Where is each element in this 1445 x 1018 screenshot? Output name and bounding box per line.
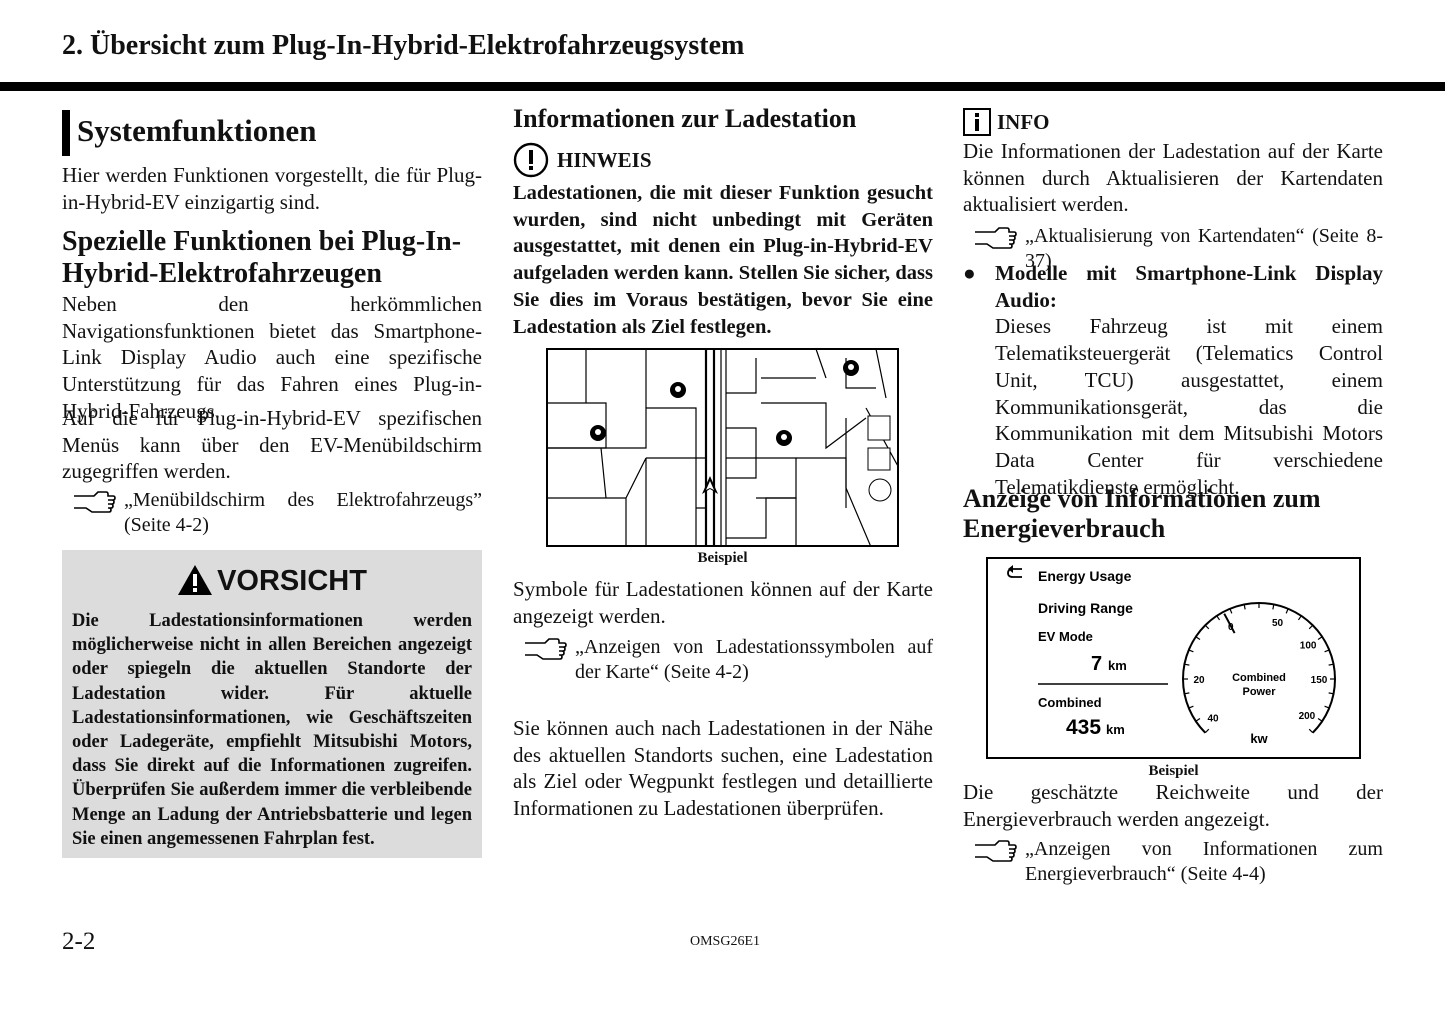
page-number: 2-2 xyxy=(62,928,96,955)
notice-text: Ladestationen, die mit dieser Funktion g… xyxy=(513,182,933,338)
menu-driving-range: Driving Range xyxy=(1038,600,1133,616)
gauge-tick xyxy=(1195,636,1201,641)
gauge-tick xyxy=(1328,692,1334,695)
subsection-title: Anzeige von Informationen zum Energiever… xyxy=(963,484,1321,543)
caution-header: VORSICHT xyxy=(62,564,482,598)
gauge-tick xyxy=(1308,728,1314,734)
subsection-title: Spezielle Funktionen bei Plug-In-Hybrid-… xyxy=(62,226,462,289)
cross-reference-text: „Aktualisierung von Kartendaten“ (Seite … xyxy=(1025,225,1383,272)
cross-reference[interactable]: „Anzeigen von Ladestationssymbolen auf d… xyxy=(523,635,933,685)
menu-ev-mode: EV Mode xyxy=(1038,629,1093,644)
gauge-tick xyxy=(1324,649,1330,653)
paragraph: Auf die für Plug-in-Hybrid-EV spezifisch… xyxy=(62,406,482,484)
gauge-tick-label: 150 xyxy=(1311,675,1328,686)
gauge-tick xyxy=(1184,692,1190,695)
gauge-tick xyxy=(1229,608,1233,614)
bullet-icon: ● xyxy=(963,261,976,285)
notice-label: HINWEIS xyxy=(557,147,652,172)
info-label: INFO xyxy=(997,109,1050,134)
image-caption: Beispiel xyxy=(697,550,748,566)
combined-range-unit: km xyxy=(1106,722,1125,737)
gauge-tick xyxy=(1272,604,1275,610)
chapter-title: 2. Übersicht zum Plug-In-Hybrid-Elektrof… xyxy=(62,30,745,61)
pointing-hand-icon xyxy=(975,840,1017,862)
paragraph: Neben den herkömmlichen Navigationsfunkt… xyxy=(62,292,482,423)
gauge-tick-label: 200 xyxy=(1299,711,1316,722)
screen-title: Energy Usage xyxy=(1038,568,1132,584)
gauge-label-line1: Combined xyxy=(1232,672,1286,684)
gauge-tick xyxy=(1243,604,1246,610)
gauge-tick-label: 100 xyxy=(1300,641,1317,652)
pointing-hand-icon xyxy=(975,227,1017,249)
gauge-tick-label: 20 xyxy=(1193,675,1205,686)
caution-label: VORSICHT xyxy=(217,565,367,597)
bullet-text: Dieses Fahrzeug ist mit einem Telematiks… xyxy=(995,314,1383,499)
gauge-tick-label: 50 xyxy=(1272,618,1284,629)
gauge-unit: kw xyxy=(1250,731,1268,746)
section-title: Systemfunktionen xyxy=(77,113,317,148)
combined-label: Combined xyxy=(1038,695,1102,710)
gauge-tick xyxy=(1195,717,1201,722)
pointing-hand-icon xyxy=(525,638,567,660)
ev-range-value: 7 xyxy=(1091,653,1102,675)
document-id: OMSG26E1 xyxy=(690,934,761,949)
section-title: Informationen zur Ladestation xyxy=(513,104,857,133)
info-text: Die Informationen der Ladestation auf de… xyxy=(963,139,1383,217)
warning-triangle-icon xyxy=(178,565,213,595)
info-header: INFO xyxy=(963,108,1050,136)
pointing-hand-icon xyxy=(74,491,116,513)
energy-usage-screen: Energy Usage Driving Range EV Mode 7 km … xyxy=(986,557,1361,759)
combined-power-gauge: 0501001502004020 xyxy=(1182,602,1336,734)
paragraph: Symbole für Ladestationen können auf der… xyxy=(513,577,933,628)
gauge-tick xyxy=(1308,624,1314,630)
paragraph: Sie können auch nach Ladestationen in de… xyxy=(513,716,933,821)
caution-text: Die Ladestationsinformationen werden mög… xyxy=(72,611,472,849)
gauge-label-line2: Power xyxy=(1242,686,1276,698)
cross-reference[interactable]: „Anzeigen von Informationen zum Energiev… xyxy=(973,837,1383,887)
gauge-tick xyxy=(1317,717,1323,722)
info-icon xyxy=(963,108,991,136)
header-rule xyxy=(0,82,1445,91)
gauge-tick xyxy=(1216,615,1221,621)
gauge-tick xyxy=(1285,608,1289,614)
section-intro: Hier werden Funktionen vorgestellt, die … xyxy=(62,163,482,214)
cross-reference-text: „Anzeigen von Informationen zum Energiev… xyxy=(1025,838,1383,885)
gauge-tick xyxy=(1328,663,1334,666)
gauge-tick xyxy=(1184,663,1190,666)
cross-reference[interactable]: „Menübildschirm des Elektrofahrzeugs” (S… xyxy=(72,488,482,538)
ev-range-unit: km xyxy=(1108,658,1127,673)
cross-reference-text: „Anzeigen von Ladestationssymbolen auf d… xyxy=(575,636,933,683)
image-caption: Beispiel xyxy=(1148,763,1199,779)
gauge-needle xyxy=(1223,613,1236,634)
gauge-tick xyxy=(1188,705,1194,709)
gauge-tick xyxy=(1188,649,1194,653)
gauge-tick xyxy=(1324,705,1330,709)
map-example-image xyxy=(546,348,899,547)
combined-range-value: 435 xyxy=(1066,716,1101,739)
bullet-item: ● Modelle mit Smartphone-Link Display Au… xyxy=(963,260,1383,500)
section-marker-bar xyxy=(62,110,70,156)
notice-header: HINWEIS xyxy=(513,142,652,178)
paragraph: Die geschätzte Reichweite und der Energi… xyxy=(963,780,1383,831)
gauge-tick xyxy=(1317,636,1323,641)
gauge-tick xyxy=(1204,624,1210,630)
gauge-arc xyxy=(1182,602,1336,734)
cross-reference-text: „Menübildschirm des Elektrofahrzeugs” (S… xyxy=(124,489,482,536)
gauge-tick xyxy=(1297,615,1302,621)
caution-box: VORSICHT Die Ladestationsinformationen w… xyxy=(62,550,482,858)
bullet-title: Modelle mit Smartphone-Link Display Audi… xyxy=(995,261,1383,312)
gauge-tick xyxy=(1204,728,1210,734)
exclamation-circle-icon xyxy=(513,142,549,178)
gauge-tick-label: 40 xyxy=(1207,714,1219,725)
cross-reference[interactable]: „Aktualisierung von Kartendaten“ (Seite … xyxy=(973,224,1383,274)
